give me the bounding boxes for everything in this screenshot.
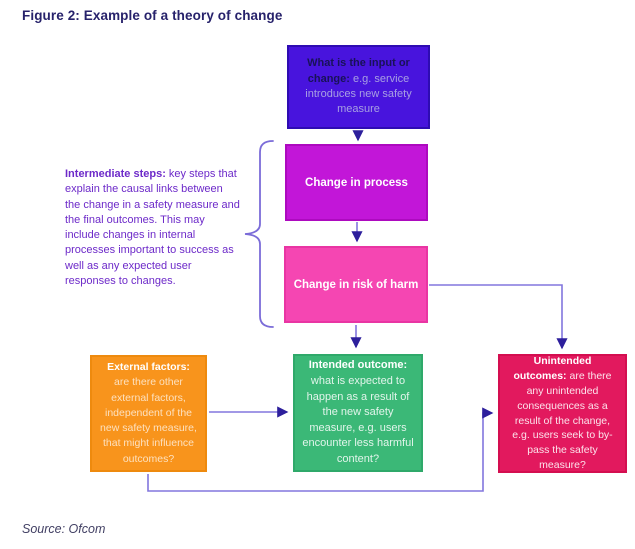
connector-external-to-unintended: [147, 407, 494, 492]
node-intended-outcome-text: what is expected to happen as a result o…: [302, 374, 414, 466]
node-change-in-risk-of-harm-label: Change in risk of harm: [293, 278, 419, 291]
intermediate-steps-brace: [244, 140, 274, 328]
intermediate-steps-note: Intermediate steps: key steps that expla…: [65, 167, 241, 289]
intermediate-steps-note-label: Intermediate steps:: [65, 168, 166, 180]
intermediate-steps-note-text: key steps that explain the causal links …: [65, 168, 240, 287]
figure-title: Figure 2: Example of a theory of change: [22, 8, 283, 23]
node-input-change: What is the input or change: e.g. servic…: [287, 45, 430, 129]
connector-risk-to-unintended: [429, 284, 568, 350]
node-external-factors-text: are there other external factors, indepe…: [100, 376, 197, 465]
node-intended-outcome: Intended outcome: what is expected to ha…: [293, 354, 423, 472]
node-input-change-label: What is the input or change:: [307, 57, 410, 85]
node-unintended-outcomes-label: Unintended outcomes:: [513, 354, 592, 382]
node-intended-outcome-label: Intended outcome:: [308, 359, 408, 372]
node-change-in-process: Change in process: [285, 144, 428, 221]
node-unintended-outcomes: Unintended outcomes: are there any unint…: [498, 354, 627, 473]
node-external-factors-label: External factors:: [107, 361, 190, 374]
node-input-change-text: e.g. service introduces new safety measu…: [305, 72, 412, 116]
node-unintended-outcomes-text: are there any unintended consequences as…: [512, 369, 613, 472]
node-change-in-process-label: Change in process: [305, 176, 408, 189]
source-caption: Source: Ofcom: [22, 522, 106, 536]
node-external-factors: External factors: are there other extern…: [90, 355, 207, 472]
node-change-in-risk-of-harm: Change in risk of harm: [284, 246, 428, 323]
